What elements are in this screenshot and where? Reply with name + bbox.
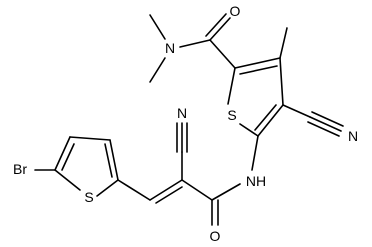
- bond-ring-l-c5-s: [54, 169, 81, 191]
- bond-ring-r-s-c2: [227, 67, 236, 105]
- bond-amide-alpha: [181, 179, 213, 201]
- bond-ring-l-c2-c3: [109, 139, 119, 181]
- bond-n-methyl-down: [149, 57, 166, 83]
- bond-ring-r-c2-c3-inner: [239, 65, 278, 75]
- bond-ring-r-c4-c5-inner: [254, 104, 277, 131]
- bond-co-top-2: [205, 13, 227, 37]
- atom-n-dimethyl: N: [165, 40, 175, 56]
- bond-ring-l-c2-c3-inner: [104, 143, 113, 178]
- atom-s-right: S: [227, 107, 236, 123]
- bond-ring-l-c4-c5-inner: [61, 143, 75, 171]
- bond-cn-right-1: [309, 116, 342, 132]
- atom-nh: NH: [246, 173, 266, 189]
- bond-n-methyl-up: [149, 14, 166, 40]
- bond-set: [34, 13, 344, 226]
- bond-alpha-vinyl-inner: [155, 186, 183, 204]
- atom-s-left: S: [84, 189, 93, 205]
- bond-vinyl-ring: [117, 179, 151, 201]
- bond-ring-r-c2-c3: [234, 57, 281, 69]
- atom-n-nitrile-top: N: [177, 105, 187, 121]
- bond-alpha-vinyl: [149, 179, 183, 201]
- bond-ring-r-c3-c4: [279, 57, 284, 106]
- bond-amide-ring: [209, 39, 236, 69]
- bond-ring-r-c5-s: [239, 123, 259, 137]
- atom-labels: O N S N NH N Br S O: [13, 3, 358, 244]
- bond-ring-l-c3-c4: [69, 136, 111, 141]
- atom-br: Br: [13, 161, 27, 177]
- bond-c5-nh: [251, 135, 259, 171]
- bond-ring-r-c4-c5: [257, 104, 284, 137]
- bond-cn-right-2: [311, 111, 344, 127]
- bond-nh-amide: [211, 183, 241, 201]
- atom-n-nitrile-right: N: [348, 128, 358, 144]
- bond-c-n-dimethyl: [179, 39, 211, 48]
- bond-co-top-1: [209, 17, 231, 41]
- atom-o-bottom: O: [210, 228, 221, 244]
- atom-o-top: O: [230, 3, 241, 19]
- bond-methyl-c3: [279, 27, 288, 59]
- bond-c4-cn: [282, 104, 311, 118]
- bond-ring-l-s-c2: [96, 179, 119, 197]
- bond-ring-l-c4-c5: [54, 136, 71, 171]
- bond-cn-right-3: [307, 121, 340, 137]
